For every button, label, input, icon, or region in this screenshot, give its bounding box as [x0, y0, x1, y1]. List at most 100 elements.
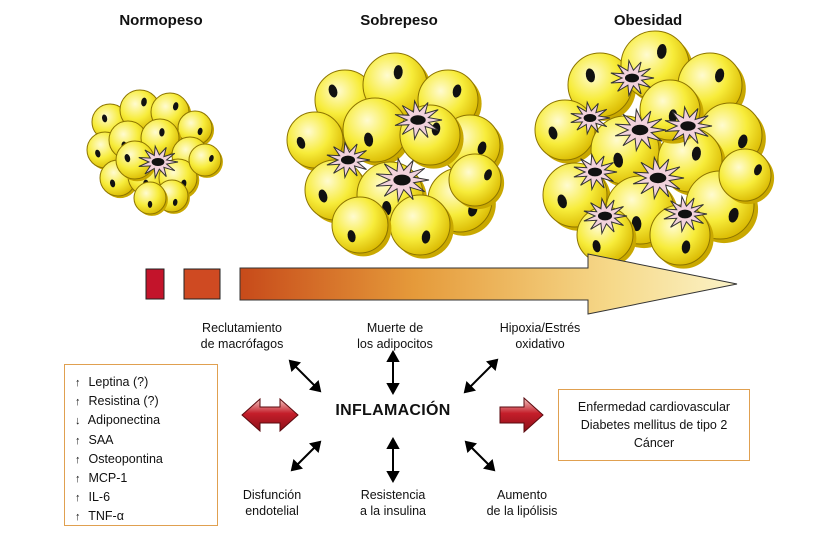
macrophage	[326, 140, 371, 180]
stage-title-sobrepeso: Sobrepeso	[360, 12, 438, 29]
adipocyte-cell	[718, 148, 775, 205]
macrophage	[614, 107, 667, 153]
cause-adipocyte-death: Muerte de los adipocitos	[357, 321, 433, 351]
nucleus	[592, 240, 601, 253]
red-double-arrow-left	[241, 397, 299, 433]
adipokine-name: Resistina (?)	[88, 394, 159, 409]
double-arrow-cause-3	[463, 358, 499, 394]
trend-arrow: ↑	[75, 473, 81, 486]
nucleus	[754, 164, 762, 176]
macrophage	[610, 58, 655, 98]
diseases-list: Enfermedad cardiovascular Diabetes melli…	[559, 390, 749, 452]
nucleus	[172, 102, 179, 111]
double-arrow-effect-1	[290, 440, 322, 472]
nucleus	[548, 126, 558, 140]
adipokine-name: Osteopontina	[88, 451, 163, 466]
cause-hypoxia-oxidative-stress: Hipoxia/Estrés oxidativo	[499, 321, 581, 351]
adipocyte-cell	[448, 153, 505, 210]
adipokine-name: MCP-1	[88, 471, 128, 486]
macrophage	[394, 99, 443, 141]
nucleus	[209, 154, 214, 162]
nucleus	[147, 200, 153, 208]
nucleus	[613, 152, 624, 168]
adipokine-item: ↑ SAA	[75, 431, 217, 450]
diseases-box: Enfermedad cardiovascular Diabetes melli…	[558, 389, 750, 461]
nucleus	[347, 230, 356, 243]
effect-insulin-resistance: Resistencia a la insulina	[359, 488, 426, 518]
adipokine-name: Leptina (?)	[88, 375, 149, 389]
double-arrow-cause-1	[288, 359, 322, 393]
adipokine-name: TNF-α	[88, 509, 124, 524]
cause-macrophage-recruitment: Reclutamiento de macrófagos	[200, 321, 284, 351]
trend-arrow: ↑	[75, 396, 81, 409]
stage-title-obesidad: Obesidad	[613, 12, 683, 29]
nucleus	[631, 216, 642, 232]
adipose-cluster-sobrepeso	[286, 52, 505, 259]
disease-item: Cáncer	[633, 436, 675, 450]
disease-item: Enfermedad cardiovascular	[577, 400, 731, 414]
double-arrow-cause-2	[386, 349, 400, 396]
macrophage	[375, 156, 430, 204]
nucleus	[318, 189, 328, 203]
double-arrow-effect-2	[386, 436, 400, 484]
adipokine-item: ↓ Adiponectina	[75, 411, 217, 430]
trend-arrow: ↑	[75, 453, 81, 466]
adipokine-name: Adiponectina	[87, 413, 161, 428]
adipocyte-cell	[140, 118, 182, 160]
macrophage	[663, 194, 708, 234]
double-arrows	[288, 349, 499, 484]
nucleus	[738, 134, 748, 149]
adipokine-item: ↑ IL-6	[75, 488, 217, 507]
red-arrow-right	[499, 396, 544, 434]
nucleus	[557, 194, 567, 209]
adipokines-box: ↑ Leptina (?) ↑ Resistina (?) ↓ Adiponec…	[64, 364, 218, 526]
effect-increased-lipolysis: Aumento de la lipólisis	[486, 488, 558, 518]
nucleus	[197, 127, 203, 136]
nucleus	[393, 65, 403, 80]
nucleus	[328, 84, 338, 98]
macrophage	[570, 100, 611, 136]
macrophage	[583, 196, 628, 236]
progression-block-medium	[183, 268, 221, 300]
nucleus	[159, 128, 165, 137]
nucleus	[691, 146, 701, 161]
nucleus	[714, 68, 725, 83]
nucleus	[484, 169, 492, 181]
nucleus	[364, 132, 374, 147]
progression-arrow	[239, 253, 738, 315]
adipocyte-cell	[331, 196, 392, 257]
adipocyte-cell	[133, 181, 168, 216]
nucleus	[452, 84, 462, 98]
nucleus	[141, 97, 147, 107]
adipokine-item: ↑ TNF-α	[75, 507, 217, 526]
macrophage	[664, 105, 713, 147]
nucleus	[102, 114, 108, 123]
macrophage	[138, 144, 179, 180]
adipocyte-cell	[188, 143, 223, 178]
nucleus	[124, 154, 131, 163]
trend-arrow: ↑	[75, 511, 81, 524]
adipokine-item: ↑ Resistina (?)	[75, 392, 217, 411]
nucleus	[656, 43, 667, 59]
nucleus	[110, 179, 116, 188]
macrophage	[632, 155, 685, 201]
adipokine-name: IL-6	[88, 490, 111, 505]
adipokines-list: ↑ Leptina (?) ↑ Resistina (?) ↓ Adiponec…	[65, 365, 217, 527]
adipocyte-cell	[389, 194, 454, 259]
adipocyte-cell	[342, 97, 411, 166]
nucleus	[296, 136, 306, 149]
adipose-cluster-normopeso	[86, 89, 223, 216]
adipokine-item: ↑ MCP-1	[75, 469, 217, 488]
adipokine-item: ↑ Leptina (?)	[75, 373, 217, 392]
nucleus	[728, 207, 739, 223]
adipokine-item: ↑ Osteopontina	[75, 450, 217, 469]
adipose-cluster-obesidad	[534, 30, 775, 269]
disease-item: Diabetes mellitus de tipo 2	[580, 418, 728, 432]
inflammation-label: INFLAMACIÓN	[335, 402, 451, 419]
trend-arrow: ↑	[75, 377, 81, 389]
double-arrow-effect-3	[464, 440, 496, 472]
nucleus	[421, 230, 431, 244]
progression-block-small	[145, 268, 165, 300]
nucleus	[95, 149, 101, 158]
